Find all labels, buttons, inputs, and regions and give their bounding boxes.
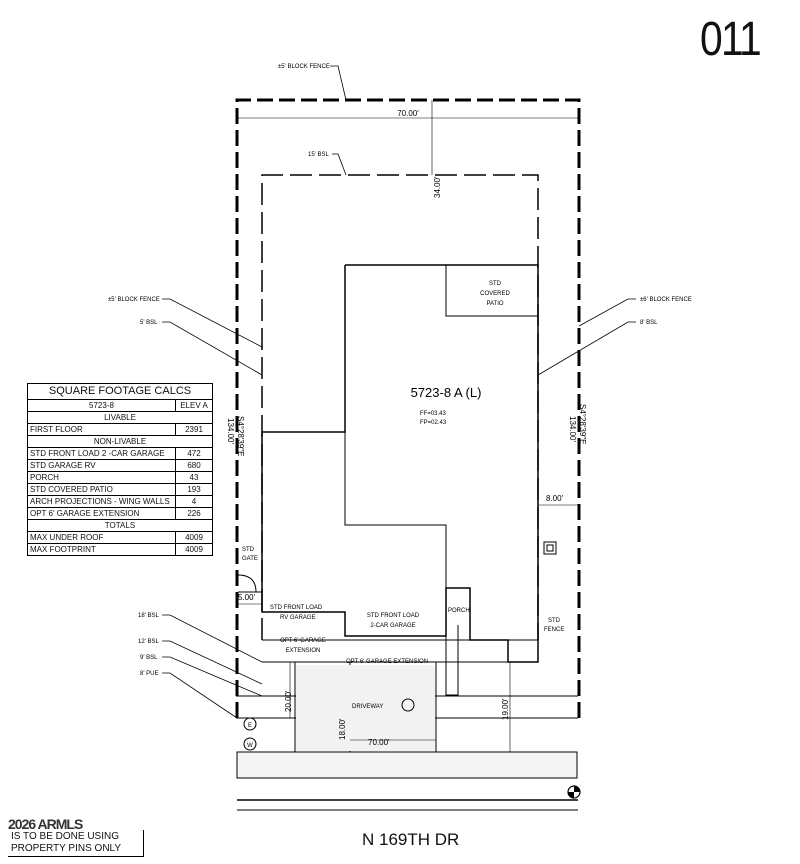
note-line: IS TO BE DONE USING [11,831,119,842]
dim-front-depth: 19.00' [501,698,510,720]
table-plan: 5723-8 [27,399,176,412]
label-patio-3: PATIO [486,301,503,307]
table-row-value: 43 [175,471,213,484]
table-row-label: MAX UNDER ROOF [27,531,176,544]
table-row-label: OPT 6' GARAGE EXTENSION [27,507,176,520]
bearing-right-1: S4°28'39"E [578,404,587,444]
table-row-value: 680 [175,459,213,472]
label-opt-ext-right: OPT 6' GARAGE EXTENSION [346,659,428,665]
label-patio-1: STD [489,281,502,287]
label-gate-1: STD [242,547,255,553]
label-opt-ext-left-1: OPT 6' GARAGE [280,638,326,644]
label-car-garage-2: 2-CAR GARAGE [370,623,415,629]
label-std-fence-1: STD [548,618,561,624]
pin-note: 2026 ARMLS IS TO BE DONE USING PROPERTY … [8,816,144,857]
label-rv-garage-2: RV GARAGE [280,615,316,621]
dim-front-setback: 34.00' [433,176,442,198]
building-setback-line [261,174,539,640]
table-row-label: STD FRONT LOAD 2 -CAR GARAGE [27,447,176,460]
label-rv-garage-1: STD FRONT LOAD [270,605,323,611]
dim-side-right: 8.00' [546,494,564,503]
label-pue-8: 8' PUE [140,671,159,677]
table-row-value: 226 [175,507,213,520]
street-name: N 169TH DR [362,830,460,849]
label-bsl-9: 9' BSL [140,655,158,661]
label-block-fence-right: ±6' BLOCK FENCE [640,297,692,303]
marker-e: E [248,723,252,729]
marker-w: W [247,743,253,749]
table-row-value: 4009 [175,531,213,544]
label-driveway: DRIVEWAY [352,704,383,710]
table-row-label: STD COVERED PATIO [27,483,176,496]
covered-patio [445,265,538,317]
label-bsl-8: 8' BSL [640,320,658,326]
label-block-fence-top: ±5' BLOCK FENCE [278,64,330,70]
dim-side-left: 5.00' [238,593,256,602]
table-nonlivable-header: NON-LIVABLE [27,435,213,448]
label-patio-2: COVERED [480,291,510,297]
label-porch: PORCH [448,608,470,614]
table-totals-header: TOTALS [27,519,213,532]
watermark: 2026 ARMLS [8,816,83,832]
table-livable-header: LIVABLE [27,411,213,424]
label-block-fence-left: ±5' BLOCK FENCE [108,297,160,303]
bearing-left-2: 134.00' [226,418,235,444]
bearing-right-2: 134.00' [568,416,577,442]
house-footprint [261,264,539,663]
table-row-label: ARCH PROJECTIONS - WING WALLS [27,495,176,508]
table-row-value: 193 [175,483,213,496]
table-row-label: STD GARAGE RV [27,459,176,472]
table-elevation: ELEV A [175,399,213,412]
note-line: PROPERTY PINS ONLY [11,843,122,854]
label-car-garage-1: STD FRONT LOAD [367,613,420,619]
label-bsl-18: 18' BSL [138,613,159,619]
table-row-value: 472 [175,447,213,460]
table-row-value: 4009 [175,543,213,556]
table-row-value: 4 [175,495,213,508]
lot-boundary [235,98,581,718]
label-std-fence-2: FENCE [544,627,564,633]
dim-driveway-depth: 20.00' [284,690,293,712]
table-row-value: 2391 [175,423,213,436]
label-gate-2: GATE [242,556,258,562]
table-row-label: PORCH [27,471,176,484]
dim-bottom-width: 70.00' [368,738,390,747]
ff-line-1: FF=03.43 [420,411,447,417]
label-bsl-12: 12' BSL [138,639,159,645]
label-opt-ext-left-2: EXTENSION [286,648,321,654]
label-bsl-5: 5' BSL [140,320,158,326]
sidewalk [236,751,578,779]
house-title: 5723-8 A (L) [411,385,482,400]
lot-number: 011 [700,13,762,66]
table-title: SQUARE FOOTAGE CALCS [27,383,213,400]
label-bsl-15: 15' BSL [308,152,329,158]
dim-top-width: 70.00' [397,109,419,118]
table-row-label: MAX FOOTPRINT [27,543,176,556]
bearing-left-1: S4°28'39"E [236,416,245,456]
dim-driveway-width: 18.00' [338,718,347,740]
ff-line-2: FP=02.43 [420,420,447,426]
table-row-label: FIRST FLOOR [27,423,176,436]
